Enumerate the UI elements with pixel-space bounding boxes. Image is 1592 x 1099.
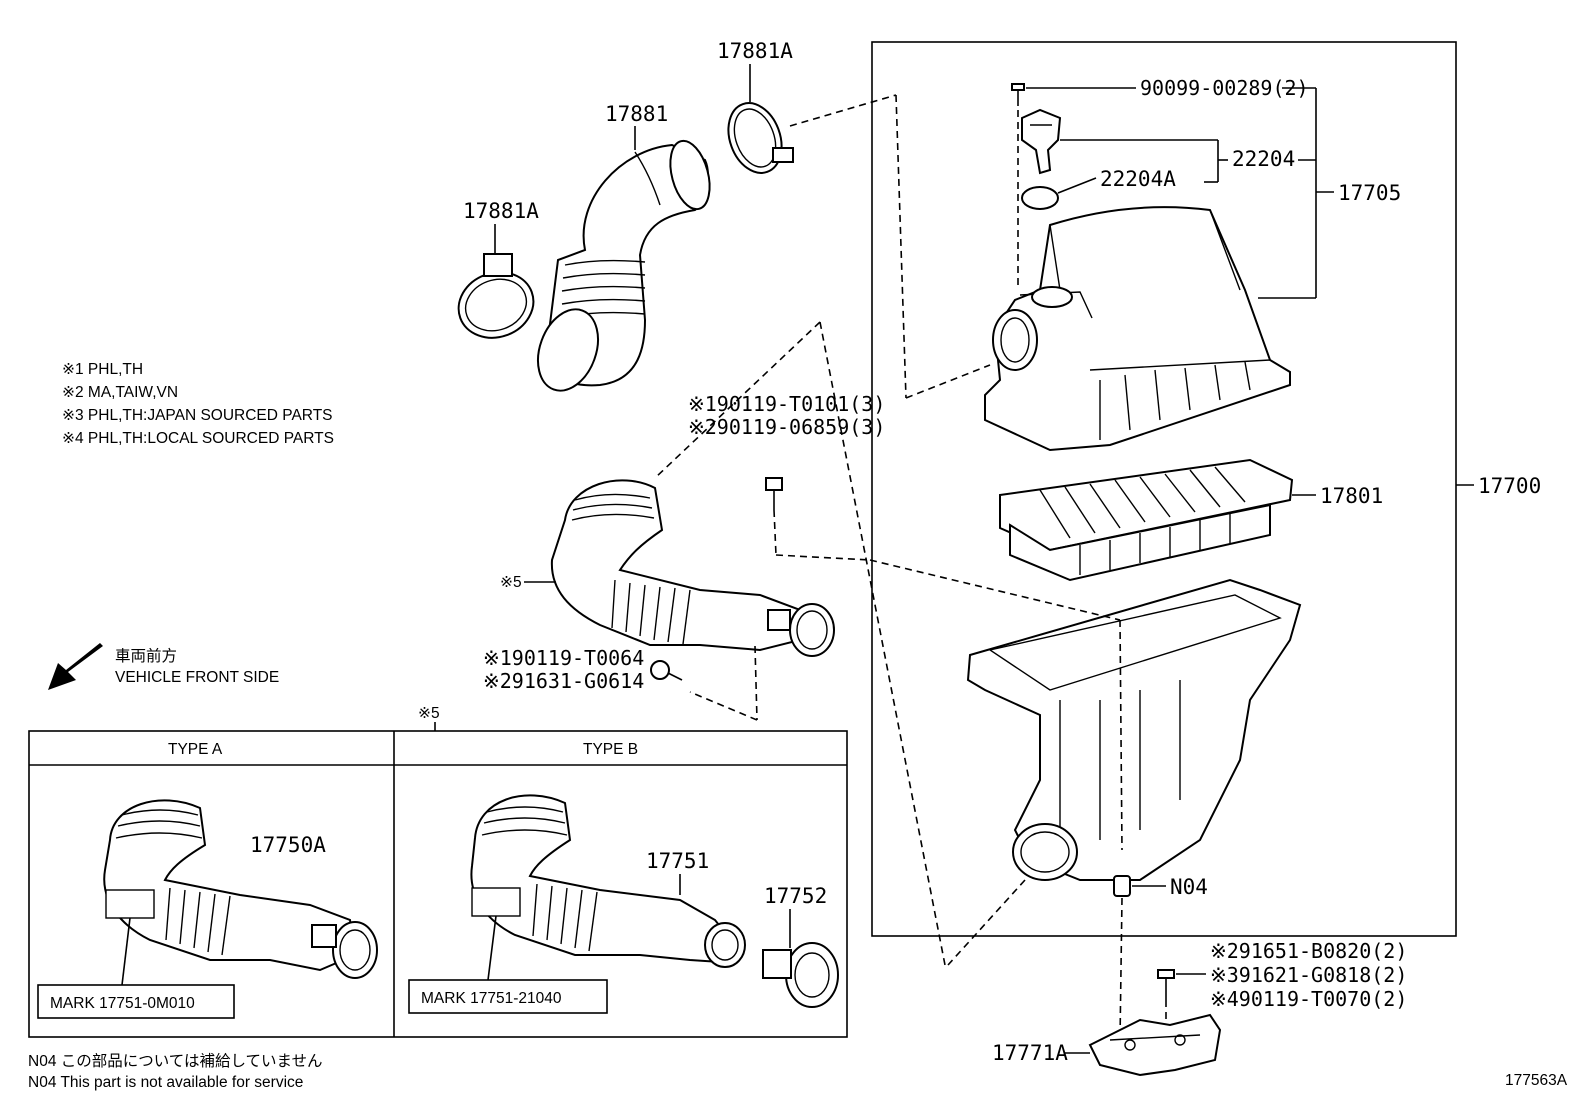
adapter-17752[interactable] xyxy=(762,942,839,1008)
part-label-screw1[interactable]: ※190119-T0064 xyxy=(483,646,644,670)
part-label-17751[interactable]: 17751 xyxy=(646,849,709,873)
air-cleaner-cap-17705[interactable] xyxy=(984,206,1291,452)
mark-box-type-b xyxy=(408,979,608,1014)
bolt-91621[interactable] xyxy=(1157,969,1175,1000)
vehicle-front-arrow-icon xyxy=(48,643,103,690)
air-cleaner-case[interactable] xyxy=(966,578,1302,881)
part-label-b1[interactable]: ※291651-B0820(2) xyxy=(1210,939,1407,963)
intake-hose-variant[interactable] xyxy=(550,479,835,657)
part-label-17771a[interactable]: 17771A xyxy=(992,1041,1068,1065)
footnote-en: N04 This part is not available for servi… xyxy=(28,1074,303,1091)
hose-clamp-17881a-top[interactable] xyxy=(719,96,794,181)
bolt-90119[interactable] xyxy=(765,477,783,510)
part-label-17881a-left[interactable]: 17881A xyxy=(463,199,539,223)
assembly-frame xyxy=(871,41,1457,937)
part-label-b3[interactable]: ※490119-T0070(2) xyxy=(1210,987,1407,1011)
variant-table xyxy=(28,730,848,1038)
mark-box-type-a xyxy=(37,984,235,1019)
note-1: ※1 PHL,TH xyxy=(62,361,143,378)
bracket-17771a[interactable] xyxy=(1088,1013,1222,1077)
o-ring-22204a[interactable] xyxy=(1021,186,1059,210)
notes-list: ※1 PHL,TH ※2 MA,TAIW,VN ※3 PHL,TH:JAPAN … xyxy=(62,361,334,447)
part-label-17801[interactable]: 17801 xyxy=(1320,484,1383,508)
part-label-b2[interactable]: ※391621-G0818(2) xyxy=(1210,963,1407,987)
part-label-22204a[interactable]: 22204A xyxy=(1100,167,1176,191)
part-label-bolt1[interactable]: ※190119-T0101(3) xyxy=(688,392,885,416)
part-label-screw2[interactable]: ※291631-G0614 xyxy=(483,669,644,693)
mark-type-b: MARK 17751-21040 xyxy=(421,990,562,1007)
variant-table-title: ※5 xyxy=(418,705,440,722)
footnote-jp: N04 この部品については補給していません xyxy=(28,1052,323,1070)
grommet-n04[interactable] xyxy=(1113,875,1131,897)
part-label-90099[interactable]: 90099-00289(2) xyxy=(1140,76,1309,100)
note-3: ※3 PHL,TH:JAPAN SOURCED PARTS xyxy=(62,407,333,424)
screw-90119-t0064[interactable] xyxy=(650,660,683,681)
part-label-17881[interactable]: 17881 xyxy=(605,102,668,126)
part-label-17750a[interactable]: 17750A xyxy=(250,833,326,857)
direction-en: VEHICLE FRONT SIDE xyxy=(115,669,279,686)
note-4: ※4 PHL,TH:LOCAL SOURCED PARTS xyxy=(62,430,334,447)
type-a-header: TYPE A xyxy=(168,741,223,758)
part-label-22204[interactable]: 22204 xyxy=(1232,147,1295,171)
hose-17750a[interactable] xyxy=(103,799,378,979)
part-label-17705[interactable]: 17705 xyxy=(1338,181,1401,205)
intake-hose-17881[interactable] xyxy=(527,137,716,400)
note-2: ※2 MA,TAIW,VN xyxy=(62,384,178,401)
part-label-n04[interactable]: N04 xyxy=(1170,875,1208,899)
part-label-17881a-top[interactable]: 17881A xyxy=(717,39,793,63)
figure-id: 177563A xyxy=(1505,1072,1568,1089)
filter-element-17801[interactable] xyxy=(999,458,1294,582)
hose-17751[interactable] xyxy=(470,794,746,968)
hose-clamp-17881a-left[interactable] xyxy=(449,253,542,348)
part-label-17700[interactable]: 17700 xyxy=(1478,474,1541,498)
airflow-meter-22204[interactable] xyxy=(1021,108,1062,175)
part-label-bolt2[interactable]: ※290119-06859(3) xyxy=(688,415,885,439)
part-label-17752[interactable]: 17752 xyxy=(764,884,827,908)
type-b-header: TYPE B xyxy=(583,741,638,758)
variant-marker[interactable]: ※5 xyxy=(500,574,522,591)
mark-type-a: MARK 17751-0M010 xyxy=(50,995,195,1012)
screw-90099[interactable] xyxy=(1011,83,1025,106)
direction-jp: 車両前方 xyxy=(115,647,177,665)
